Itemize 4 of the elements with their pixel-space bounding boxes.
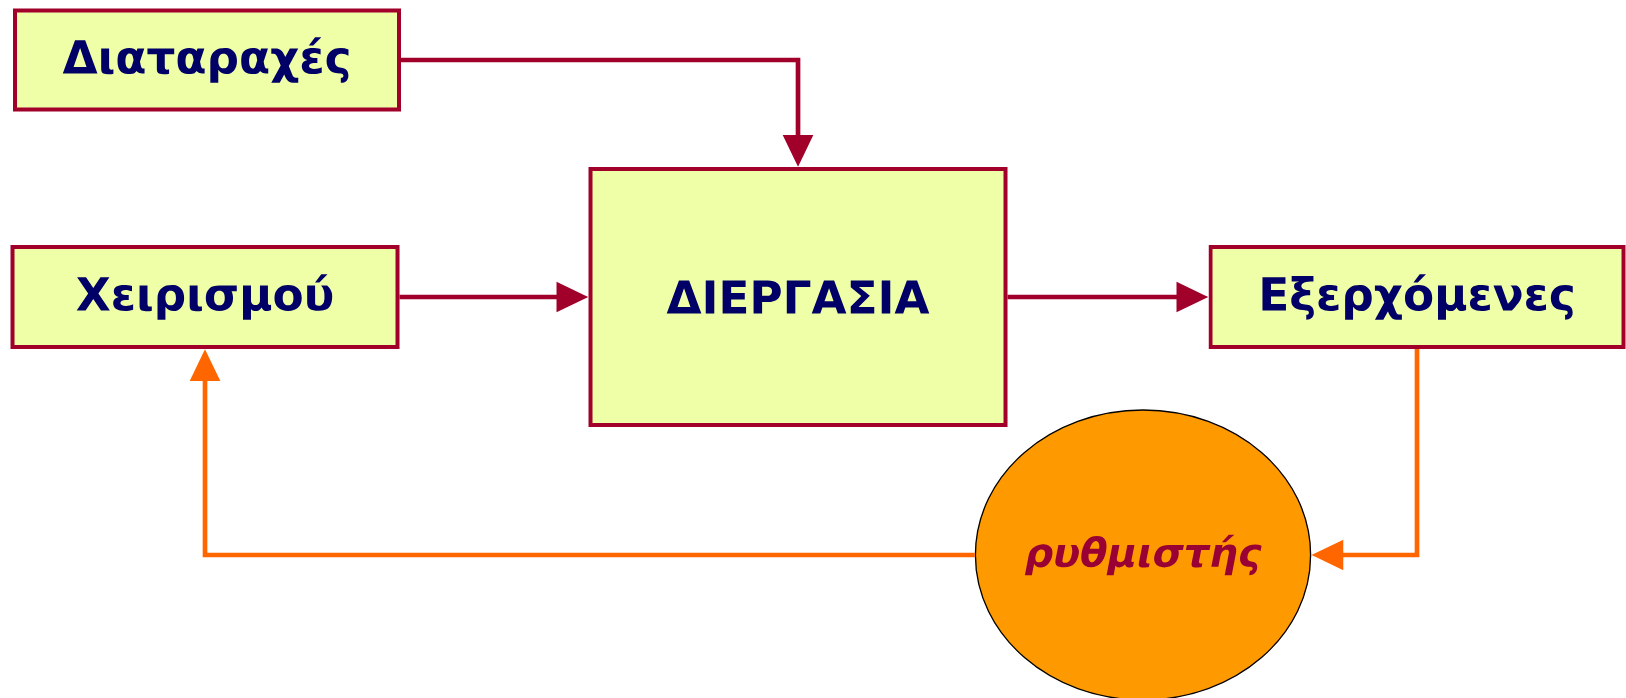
- process-box: Εξερχόμενες: [1208, 245, 1626, 349]
- process-box: Διαταραχές: [13, 8, 401, 112]
- process-box: Χειρισμού: [10, 245, 400, 349]
- process-box: ΔΙΕΡΓΑΣΙΑ: [588, 167, 1008, 427]
